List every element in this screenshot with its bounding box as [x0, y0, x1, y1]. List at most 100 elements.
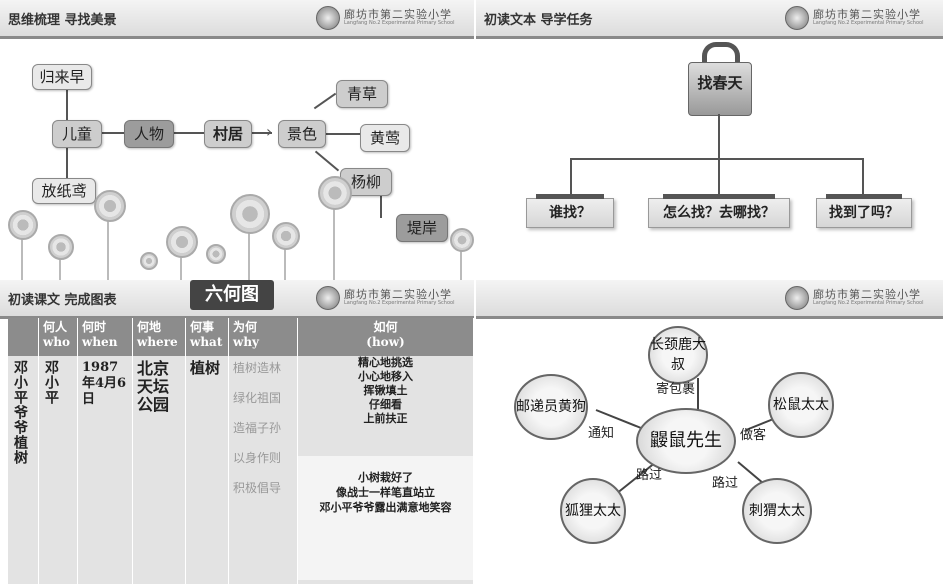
node-fangzhiyuan: 放纸鸢 — [32, 178, 96, 204]
why-item: 积极倡导 — [233, 481, 282, 495]
how-bottom-block: 小树栽好了 像战士一样笔直站立 邓小平爷爷露出满意地笑容 — [298, 456, 473, 580]
school-logo: 廊坊市第二实验小学 Langfang No.2 Experimental Pri… — [316, 5, 466, 31]
why-item: 以身作则 — [233, 451, 282, 465]
flower-icon — [166, 226, 198, 258]
column-en: what — [190, 335, 223, 349]
node-dian: 堤岸 — [396, 214, 448, 242]
why-item: 植树造林 — [233, 361, 282, 375]
sub-box-found: 找到了吗？ — [816, 194, 912, 228]
node-center-mole: 鼹鼠先生 — [636, 408, 736, 474]
node-postman-dog: 邮递员黄狗 — [514, 374, 588, 440]
arrow-right-icon: › — [266, 122, 273, 141]
sub-box-who: 谁找？ — [526, 194, 614, 228]
node-hedgehog: 刺猬太太 — [742, 478, 812, 544]
node-renwu: 人物 — [124, 120, 174, 148]
why-item: 造福子孙 — [233, 421, 282, 435]
node-giraffe: 长颈鹿大叔 — [648, 326, 708, 384]
column-en: (how) — [366, 335, 405, 349]
edge-label-bottom-right: 路过 — [712, 476, 739, 491]
edge-label-bottom-left: 路过 — [636, 468, 663, 483]
column-en: where — [137, 335, 178, 349]
why-cell: 植树造林 绿化祖国 造福子孙 以身作则 积极倡导 — [228, 356, 298, 584]
flower-icon — [94, 190, 126, 222]
connector-line — [66, 88, 68, 120]
how-item: 小心地移入 — [358, 370, 413, 383]
hanger-icon — [702, 42, 740, 69]
column-cn: 何地 — [137, 320, 162, 334]
school-seal-icon — [316, 286, 340, 310]
flower-icon — [318, 176, 352, 210]
school-logo: 廊坊市第二实验小学 Langfang No.2 Experimental Pri… — [316, 285, 466, 311]
tree-branch-line — [570, 158, 862, 160]
connector-line — [250, 132, 272, 134]
connector-line — [102, 132, 124, 134]
column-cn: 如何 — [373, 320, 398, 334]
node-jingse: 景色 — [278, 120, 326, 148]
node-ertong: 儿童 — [52, 120, 102, 148]
what-cell: 植树 — [185, 356, 229, 584]
flower-stem — [59, 250, 61, 282]
school-name: 廊坊市第二实验小学 — [344, 8, 452, 21]
table-header-how: 如何(how) — [297, 318, 474, 356]
how-item: 挥锹填土 — [363, 384, 408, 397]
six-wh-badge: 六何图 — [190, 280, 274, 310]
connector-line — [66, 146, 68, 178]
flower-stem — [180, 248, 182, 282]
flower-icon — [48, 234, 74, 260]
tree-branch-line — [862, 158, 864, 196]
column-en: when — [82, 335, 118, 349]
node-huangying: 黄莺 — [360, 124, 410, 152]
column-cn: 为何 — [233, 320, 258, 334]
panel-mindmap-cunju: 思维梳理 寻找美景 廊坊市第二实验小学 Langfang No.2 Experi… — [0, 0, 474, 288]
school-seal-icon — [785, 6, 809, 30]
table-header-blank — [8, 318, 39, 356]
when-cell: 1987年4月6日 — [77, 356, 133, 584]
flower-stem — [248, 222, 250, 282]
school-seal-icon — [316, 6, 340, 30]
column-cn: 何人 — [43, 320, 68, 334]
school-name-en: Langfang No.2 Experimental Primary Schoo… — [813, 300, 924, 306]
how-top-block: 精心地挑选 小心地移入 挥锹填土 仔细看 上前扶正 — [298, 356, 473, 456]
how-item: 上前扶正 — [363, 412, 408, 425]
connector-line — [313, 92, 337, 110]
connector-line — [324, 133, 360, 135]
node-cunju: 村居 — [204, 120, 252, 148]
row-label: 邓小平爷爷植树 — [12, 360, 28, 465]
school-name: 廊坊市第二实验小学 — [813, 8, 921, 21]
how-item: 小树栽好了 — [358, 471, 413, 484]
tree-branch-line — [570, 158, 572, 196]
panel-six-wh-table: 初读课文 完成图表 廊坊市第二实验小学 Langfang No.2 Experi… — [0, 280, 474, 585]
how-item: 仔细看 — [369, 398, 402, 411]
flower-stem — [284, 240, 286, 282]
connector-line — [314, 150, 340, 172]
school-logo: 廊坊市第二实验小学 Langfang No.2 Experimental Pri… — [785, 5, 935, 31]
connector-line — [380, 196, 382, 218]
school-name-en: Langfang No.2 Experimental Primary Schoo… — [813, 20, 924, 26]
how-item: 像战士一样笔直站立 — [336, 486, 435, 499]
flower-stem — [21, 232, 23, 282]
column-cn: 何事 — [190, 320, 215, 334]
why-item: 绿化祖国 — [233, 391, 282, 405]
how-cell: 精心地挑选 小心地移入 挥锹填土 仔细看 上前扶正 小树栽好了 像战士一样笔直站… — [297, 356, 474, 584]
tree-trunk-line — [718, 114, 720, 158]
panel-title: 初读课文 完成图表 — [8, 293, 117, 308]
flower-stem — [107, 212, 109, 282]
flower-stem — [333, 200, 335, 282]
school-name-en: Langfang No.2 Experimental Primary Schoo… — [344, 300, 455, 306]
node-squirrel: 松鼠太太 — [768, 372, 834, 438]
where-cell: 北京天坛公园 — [132, 356, 186, 584]
flower-icon — [230, 194, 270, 234]
flower-icon — [272, 222, 300, 250]
flower-icon — [206, 244, 226, 264]
sub-box-how-where: 怎么找？去哪找？ — [648, 194, 790, 228]
panel-character-web: 廊坊市第二实验小学 Langfang No.2 Experimental Pri… — [476, 280, 943, 585]
column-en: who — [43, 335, 71, 349]
column-cn: 何时 — [82, 320, 107, 334]
panel-header: 初读文本 导学任务 廊坊市第二实验小学 Langfang No.2 Experi… — [476, 0, 943, 39]
how-item: 精心地挑选 — [358, 356, 413, 369]
